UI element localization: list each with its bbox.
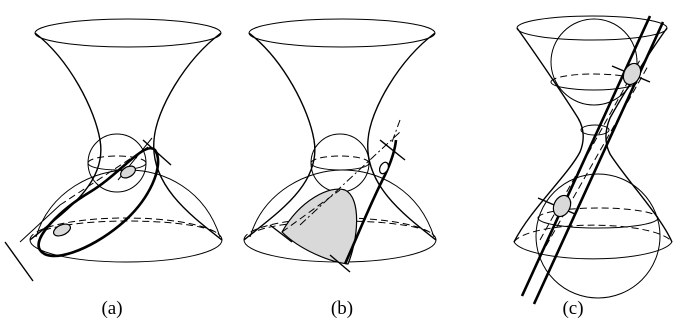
panel-a: (a) [4, 18, 223, 319]
panel-a-focus-points [52, 165, 136, 237]
panel-a-focus-upper [120, 165, 136, 179]
panel-a-caption: (a) [101, 298, 122, 319]
panel-b: (b) [243, 18, 437, 319]
panel-b-cutting-plane [281, 119, 401, 233]
panel-c-upper-sphere [550, 18, 638, 106]
panel-c-caption: (c) [562, 298, 583, 319]
panel-c-focus-upper [622, 62, 642, 86]
panel-b-shaded-parabola [281, 188, 358, 265]
panel-a-ellipse-section [37, 146, 160, 258]
panel-a-focus-lower [52, 223, 72, 237]
panel-b-focus-upper [378, 161, 390, 175]
panel-c-focus-lower [552, 194, 572, 218]
panel-b-focus-points [378, 161, 390, 175]
panel-c-focus-points [552, 62, 642, 218]
panel-c-lower-sphere [535, 173, 661, 299]
panel-b-upper-sphere [310, 133, 370, 193]
panel-c-cylinder-band [520, 15, 665, 305]
panel-c: (c) [513, 15, 673, 319]
panel-b-parabola-section [269, 139, 406, 273]
panel-b-caption: (b) [331, 298, 353, 319]
panel-a-upper-sphere [87, 133, 147, 193]
